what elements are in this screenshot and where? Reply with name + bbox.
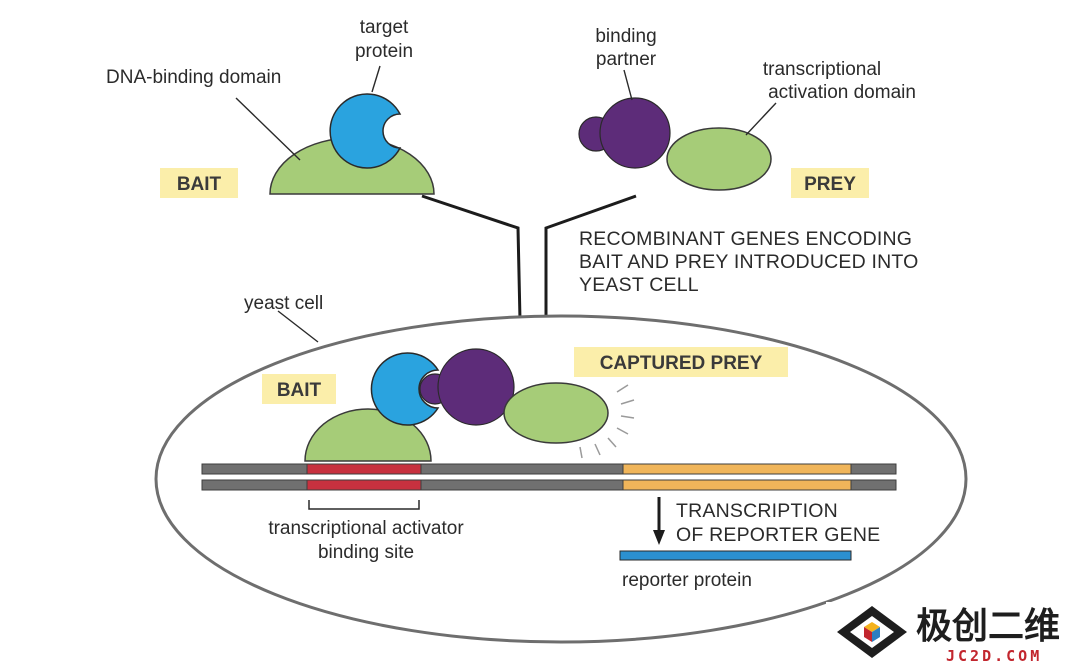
recombinant-caption-line2: BAIT AND PREY INTRODUCED INTO	[579, 251, 919, 273]
bait-arrow	[421, 194, 522, 321]
reporter-gene-upper	[622, 463, 852, 475]
binding-partner-pointer	[623, 69, 633, 101]
bound-complex	[304, 348, 635, 462]
watermark-logo-icon	[837, 606, 907, 658]
yeast-cell-pointer	[277, 310, 319, 343]
recombinant-caption-line3: YEAST CELL	[579, 274, 699, 296]
target-protein-top	[329, 93, 402, 169]
captured-prey-tag: CAPTURED PREY	[600, 353, 763, 374]
activation-domain-top	[666, 127, 772, 191]
bait-construct-top	[235, 65, 435, 195]
dna-strand-upper	[201, 463, 897, 475]
activation-domain-pointer	[745, 102, 777, 136]
reporter-protein-label: reporter protein	[622, 570, 752, 591]
bait-tag-inner: BAIT	[277, 380, 322, 401]
target-protein-inner	[370, 352, 440, 426]
target-protein-label-line1: target	[360, 17, 409, 38]
captured-prey-tag-bg	[574, 347, 788, 377]
watermark-site-text: JC2D.COM	[946, 647, 1042, 665]
reporter-gene-lower	[622, 479, 852, 491]
prey-tag-top-bg	[791, 168, 869, 198]
activator-site-label-line1: transcriptional activator	[268, 518, 464, 539]
bait-tag-inner-bg	[262, 374, 336, 404]
bait-tag-top: BAIT	[177, 174, 222, 195]
binding-partner-top	[599, 97, 671, 169]
dna-binding-domain-pointer	[235, 97, 301, 161]
transcription-caption-line2: OF REPORTER GENE	[676, 524, 880, 546]
prey-tag-top: PREY	[804, 174, 856, 195]
activation-glow-rays	[579, 384, 635, 459]
watermark-chinese-text: 极创二维	[916, 606, 1060, 647]
prey-construct-top	[578, 69, 777, 191]
binding-partner-label-line2: partner	[596, 49, 657, 70]
activation-domain-label-line1: transcriptional	[763, 59, 881, 80]
dna-strand-lower	[201, 479, 897, 491]
activator-binding-site-lower	[306, 479, 422, 491]
activator-site-bracket	[308, 500, 420, 510]
target-protein-label-line2: protein	[355, 41, 413, 62]
activation-domain-inner	[503, 382, 609, 444]
dna-binding-domain-label: DNA-binding domain	[106, 67, 281, 88]
target-protein-pointer	[371, 65, 381, 93]
yeast-cell-membrane	[154, 314, 968, 644]
reporter-protein-bar	[619, 550, 852, 561]
yeast-cell-label: yeast cell	[244, 293, 323, 314]
transcription-arrow-head	[653, 530, 665, 545]
activator-binding-site-upper	[306, 463, 422, 475]
binding-partner-label-line1: binding	[595, 26, 656, 47]
bait-tag-top-bg	[160, 168, 238, 198]
activator-site-label-line2: binding site	[318, 542, 414, 563]
prey-arrow	[544, 194, 637, 320]
dna-double-strand	[201, 463, 897, 491]
binding-partner-inner	[437, 348, 515, 426]
watermark: 极创二维 JC2D.COM	[826, 602, 1080, 667]
activation-domain-label-line2: activation domain	[768, 82, 916, 103]
recombinant-caption-line1: RECOMBINANT GENES ENCODING	[579, 228, 912, 250]
transcription-caption-line1: TRANSCRIPTION	[676, 500, 838, 522]
